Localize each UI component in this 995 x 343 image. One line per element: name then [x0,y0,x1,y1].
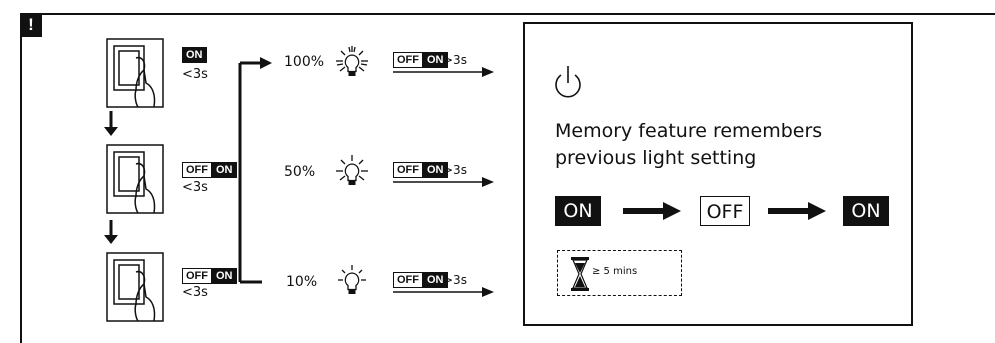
arrow-right-icon [768,202,826,220]
tag-on: ON [212,162,237,178]
medium-bulb-icon [332,153,372,193]
state-off-badge: OFF [700,196,750,226]
frame-top-border [20,13,995,15]
tag-on: ON [423,272,448,288]
level-50-hold: >3s [443,163,467,177]
tag-on: ON [423,162,448,178]
tag-off: OFF [393,162,423,178]
step-3-duration: <3s [182,285,208,300]
tag-off: OFF [393,52,423,68]
power-icon [553,63,583,107]
memory-feature-panel [523,22,913,326]
level-100-label: 100% [284,54,325,70]
hourglass-icon [571,257,589,291]
wall-switch-press-icon [106,38,164,108]
memory-description-line-1: Memory feature remembers [555,120,823,142]
memory-description-line-2: previous light setting [555,147,757,169]
warning-badge: ! [20,13,42,37]
state-on-badge: ON [843,196,889,226]
tag-on: ON [182,47,207,63]
wall-switch-press-icon [106,252,164,322]
step-1-tag: ON [182,47,207,63]
bright-bulb-icon [332,44,372,84]
tag-off: OFF [182,268,212,284]
level-10-hold: >3s [443,273,467,287]
level-100-tag: OFF ON [393,52,448,68]
step-2-tag: OFF ON [182,162,237,178]
step-2-duration: <3s [182,180,208,195]
step-1-duration: <3s [182,67,208,82]
step-3-tag: OFF ON [182,268,237,284]
tag-on: ON [423,52,448,68]
wall-switch-press-icon [106,144,164,214]
level-50-tag: OFF ON [393,162,448,178]
level-10-label: 10% [286,274,318,290]
dim-bulb-icon [332,262,372,302]
timer-note [557,250,682,296]
tag-off: OFF [182,162,212,178]
level-10-tag: OFF ON [393,272,448,288]
tag-on: ON [212,268,237,284]
level-50-label: 50% [284,164,316,180]
state-on-badge: ON [555,196,601,226]
frame-left-border [20,13,22,343]
level-100-hold: >3s [443,53,467,67]
tag-off: OFF [393,272,423,288]
arrow-right-icon [623,202,681,220]
timer-duration: ≥ 5 mins [592,266,638,277]
